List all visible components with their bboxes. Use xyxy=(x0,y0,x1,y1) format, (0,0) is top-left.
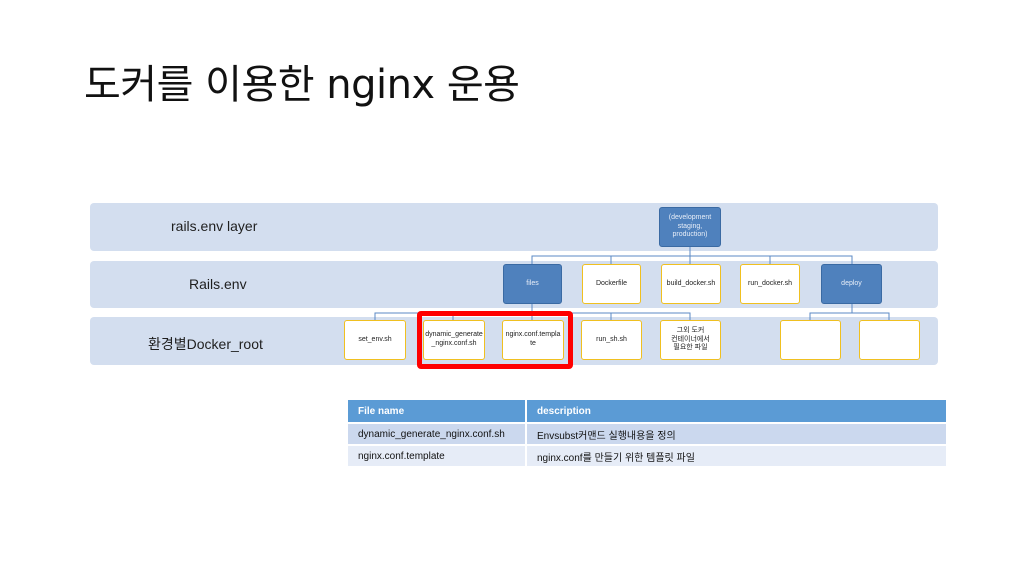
node-other-files-label: 그외 도커 컨테이너에서 필요한 파일 xyxy=(671,326,710,352)
node-dynamic-generate-label: dynamic_generate _nginx.conf.sh xyxy=(425,331,483,347)
node-deploy: deploy xyxy=(821,264,882,304)
node-deploy-child-1 xyxy=(780,320,841,360)
node-files-label: files xyxy=(526,279,539,287)
node-run-docker-label: run_docker.sh xyxy=(748,279,792,287)
table-cell-description: nginx.conf를 만들기 위한 템플릿 파일 xyxy=(525,446,946,466)
table-row: nginx.conf.template nginx.conf를 만들기 위한 템… xyxy=(348,446,946,466)
node-deploy-label: deploy xyxy=(841,279,862,287)
node-dockerfile: Dockerfile xyxy=(582,264,641,304)
table-row: dynamic_generate_nginx.conf.sh Envsubst커… xyxy=(348,424,946,444)
file-description-table: File name description dynamic_generate_n… xyxy=(348,398,946,468)
layer-band-rails-env-layer xyxy=(90,203,938,251)
table-cell-file-name: nginx.conf.template xyxy=(348,446,525,466)
layer-label-rails-env: Rails.env xyxy=(189,276,247,292)
node-build-docker-label: build_docker.sh xyxy=(666,279,716,287)
node-run-sh-label: run_sh.sh xyxy=(596,335,627,343)
highlight-box xyxy=(417,311,573,369)
node-other-files: 그외 도커 컨테이너에서 필요한 파일 xyxy=(660,320,721,360)
layer-label-rails-env-layer: rails.env layer xyxy=(171,218,258,234)
node-dynamic-generate: dynamic_generate _nginx.conf.sh xyxy=(423,320,485,360)
table-cell-file-name: dynamic_generate_nginx.conf.sh xyxy=(348,424,525,444)
page-title: 도커를 이용한 nginx 운용 xyxy=(84,62,520,108)
node-set-env-label: set_env.sh xyxy=(358,335,392,343)
node-env-root: (development staging, production) xyxy=(659,207,721,247)
table-header-row: File name description xyxy=(348,400,946,422)
layer-label-docker-root: 환경별Docker_root xyxy=(148,336,263,352)
node-run-sh: run_sh.sh xyxy=(581,320,642,360)
node-env-root-label: (development staging, production) xyxy=(668,213,712,239)
table-header-file-name: File name xyxy=(348,400,525,422)
node-nginx-template-label: nginx.conf.templa te xyxy=(505,331,561,347)
node-files: files xyxy=(503,264,562,304)
node-nginx-template: nginx.conf.templa te xyxy=(502,320,564,360)
node-build-docker: build_docker.sh xyxy=(661,264,721,304)
table-header-description: description xyxy=(525,400,946,422)
node-run-docker: run_docker.sh xyxy=(740,264,800,304)
node-deploy-child-2 xyxy=(859,320,920,360)
node-set-env: set_env.sh xyxy=(344,320,406,360)
node-dockerfile-label: Dockerfile xyxy=(595,279,628,287)
table-cell-description: Envsubst커맨드 실행내용을 정의 xyxy=(525,424,946,444)
